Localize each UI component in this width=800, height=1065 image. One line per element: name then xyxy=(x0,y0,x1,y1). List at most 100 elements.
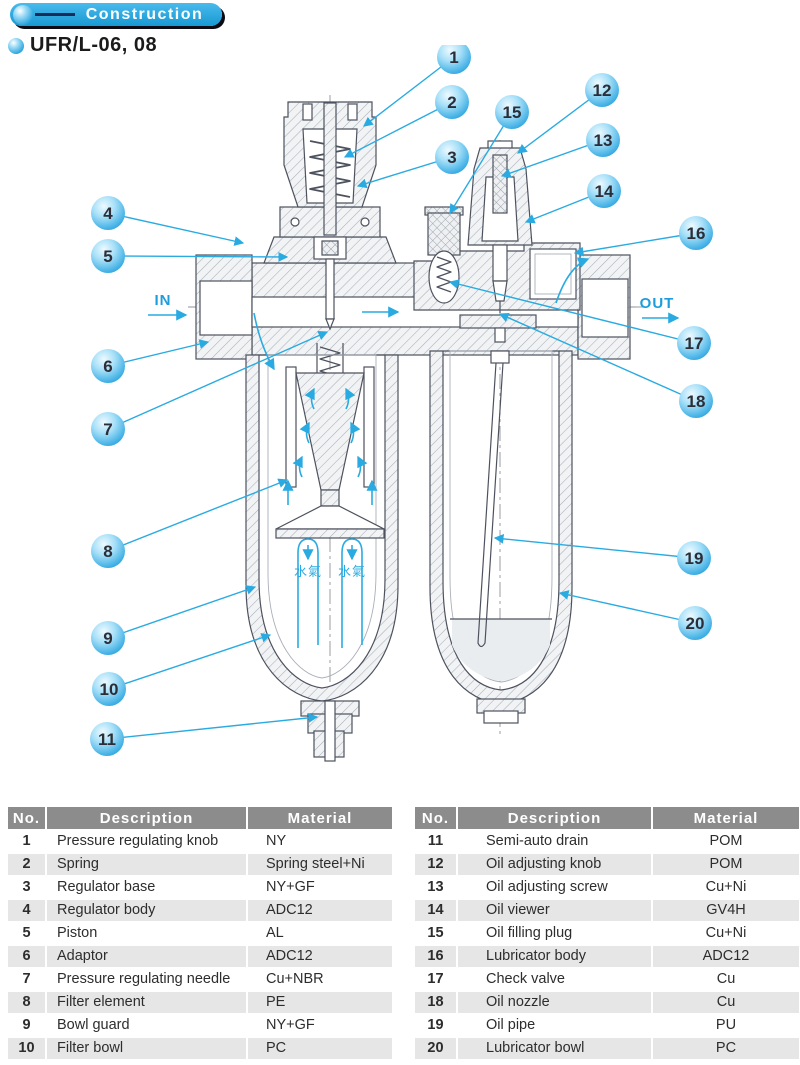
balloon-8: 8 xyxy=(91,478,289,568)
balloon-12: 12 xyxy=(517,73,619,154)
balloon-20: 20 xyxy=(558,590,712,640)
svg-text:2: 2 xyxy=(447,93,456,112)
svg-text:12: 12 xyxy=(593,81,612,100)
table-header-row: No. Description Material xyxy=(8,807,392,829)
part-number: 11 xyxy=(415,831,456,852)
semi-auto-drain-shape xyxy=(300,700,360,762)
balloon-16: 16 xyxy=(573,216,713,257)
balloon-14: 14 xyxy=(524,174,621,224)
part-number: 2 xyxy=(8,854,45,875)
svg-text:7: 7 xyxy=(103,420,112,439)
part-material: PU xyxy=(653,1015,799,1036)
part-description: Oil pipe xyxy=(458,1015,651,1036)
regulator-drawing xyxy=(263,101,397,379)
svg-text:15: 15 xyxy=(503,103,522,122)
part-material: Cu xyxy=(653,992,799,1013)
part-number: 7 xyxy=(8,969,45,990)
balloon-6: 6 xyxy=(91,339,210,383)
part-material: Cu+NBR xyxy=(248,969,392,990)
part-description: Oil adjusting screw xyxy=(458,877,651,898)
part-material: Cu xyxy=(653,969,799,990)
oil-viewer-shape xyxy=(529,248,577,300)
part-number: 15 xyxy=(415,923,456,944)
moisture-label-right: 水氣 xyxy=(338,564,366,579)
balloon-18: 18 xyxy=(498,313,713,418)
oil-pipe-shape xyxy=(477,350,510,648)
model-title: UFR/L-06, 08 xyxy=(30,34,158,56)
part-number: 10 xyxy=(8,1038,45,1059)
part-material: Cu+Ni xyxy=(653,923,799,944)
balloon-1: 1 xyxy=(363,40,471,127)
model-row: UFR/L-06, 08 xyxy=(8,34,157,57)
svg-text:13: 13 xyxy=(594,131,613,150)
part-description: Pressure regulating knob xyxy=(47,831,246,852)
part-description: Check valve xyxy=(458,969,651,990)
svg-text:18: 18 xyxy=(687,392,706,411)
part-number: 5 xyxy=(8,923,45,944)
part-material: ADC12 xyxy=(653,946,799,967)
model-bullet-icon xyxy=(8,37,24,54)
part-description: Adaptor xyxy=(47,946,246,967)
part-number: 18 xyxy=(415,992,456,1013)
svg-text:16: 16 xyxy=(687,224,706,243)
pill-connector-line xyxy=(35,13,75,16)
col-header-description: Description xyxy=(458,807,651,829)
svg-text:6: 6 xyxy=(103,357,112,376)
svg-text:5: 5 xyxy=(103,247,112,266)
lubricator-unit-drawing xyxy=(413,140,581,724)
part-description: Regulator base xyxy=(47,877,246,898)
out-label: OUT xyxy=(640,295,675,312)
balloon-13: 13 xyxy=(500,123,620,178)
part-number: 16 xyxy=(415,946,456,967)
part-material: AL xyxy=(248,923,392,944)
part-material: Cu+Ni xyxy=(653,877,799,898)
part-material: ADC12 xyxy=(248,946,392,967)
part-material: Spring steel+Ni xyxy=(248,854,392,875)
part-description: Oil viewer xyxy=(458,900,651,921)
flow-annotations: IN OUT xyxy=(148,257,680,505)
part-description: Bowl guard xyxy=(47,1015,246,1036)
part-material: POM xyxy=(653,854,799,875)
part-description: Oil adjusting knob xyxy=(458,854,651,875)
in-label: IN xyxy=(155,292,172,309)
part-number: 3 xyxy=(8,877,45,898)
svg-text:1: 1 xyxy=(449,48,458,67)
col-header-no: No. xyxy=(8,807,45,829)
svg-text:9: 9 xyxy=(103,629,112,648)
part-description: Oil filling plug xyxy=(458,923,651,944)
balloon-10: 10 xyxy=(92,633,272,706)
part-number: 4 xyxy=(8,900,45,921)
section-header-pill: Construction xyxy=(10,3,222,26)
balloon-4: 4 xyxy=(91,196,245,246)
part-material: NY+GF xyxy=(248,877,392,898)
part-number: 1 xyxy=(8,831,45,852)
part-material: POM xyxy=(653,831,799,852)
balloon-15: 15 xyxy=(449,95,529,215)
part-description: Lubricator bowl xyxy=(458,1038,651,1059)
oil-adjusting-screw-shape xyxy=(492,154,508,214)
balloon-2: 2 xyxy=(343,85,469,158)
balloon-9: 9 xyxy=(91,585,257,655)
svg-text:4: 4 xyxy=(103,204,113,223)
part-description: Lubricator body xyxy=(458,946,651,967)
balloon-19: 19 xyxy=(493,533,711,575)
part-description: Filter bowl xyxy=(47,1038,246,1059)
balloon-7: 7 xyxy=(91,330,329,446)
balloon-11: 11 xyxy=(90,713,319,756)
